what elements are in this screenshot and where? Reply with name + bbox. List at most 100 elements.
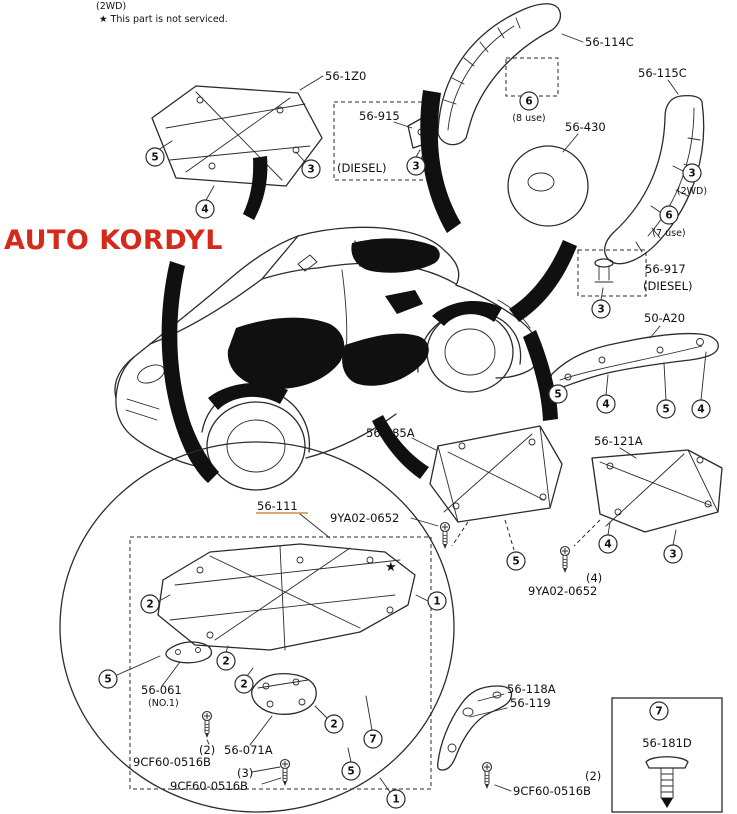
- part-label-56-114C: 56-114C: [585, 35, 634, 49]
- use-count-note: (8 use): [512, 113, 545, 124]
- svg-text:4: 4: [201, 204, 208, 216]
- leader-line: [667, 79, 679, 95]
- leader-line: [116, 655, 181, 687]
- svg-text:5: 5: [662, 404, 669, 416]
- part-label-56-118A: 56-118A: [507, 682, 556, 696]
- car-illustration: [114, 90, 577, 491]
- svg-text:5: 5: [554, 389, 561, 401]
- screw-icon: [201, 710, 213, 739]
- qty-balloon: 6: [659, 205, 679, 225]
- svg-text:7: 7: [369, 734, 376, 746]
- svg-text:4: 4: [602, 399, 609, 411]
- fastener-qty: (4): [586, 571, 602, 585]
- part-drawing-56-071A: [251, 672, 317, 715]
- leader-line: [494, 784, 512, 792]
- qty-balloon: 5: [341, 761, 361, 781]
- fastener-label-9CF60-0516B: 9CF60-0516B: [513, 784, 591, 798]
- qty-balloon: 3: [301, 159, 321, 179]
- svg-text:6: 6: [665, 210, 672, 222]
- dashed-group-box-56-917: [577, 249, 647, 297]
- part-label-56-430: 56-430: [565, 120, 606, 134]
- qty-balloon: 2: [216, 651, 236, 671]
- svg-text:2: 2: [222, 656, 229, 668]
- part-drawing-56-430: [507, 145, 589, 227]
- svg-text:5: 5: [151, 152, 158, 164]
- dashed-leader: [451, 519, 515, 551]
- svg-text:2: 2: [330, 719, 337, 731]
- part-hole-56-430: [527, 172, 555, 192]
- svg-text:3: 3: [688, 168, 695, 180]
- leader-line: [410, 517, 439, 527]
- diesel-note-56-917: (DIESEL): [643, 279, 692, 293]
- svg-text:5: 5: [512, 556, 519, 568]
- fastener-label-9YA02-0652: 9YA02-0652: [528, 584, 597, 598]
- leader-line: [600, 287, 604, 301]
- variant-note-2wd: (2WD): [677, 186, 707, 197]
- screw-icon: [279, 758, 291, 787]
- part-box-56-181D: [611, 697, 723, 813]
- leader-line: [393, 121, 413, 129]
- cropped-variant-label: (2WD): [96, 1, 126, 12]
- dashed-group-box-56-111: [129, 536, 432, 790]
- svg-text:2: 2: [146, 599, 153, 611]
- part-label-50-A20: 50-A20: [644, 311, 685, 325]
- svg-text:2: 2: [240, 679, 247, 691]
- qty-balloon: 6: [519, 91, 539, 111]
- dashed-clip-box: [505, 57, 559, 97]
- qty-balloon: 4: [598, 534, 618, 554]
- screw-icon: [481, 761, 493, 790]
- leader-line: [411, 437, 437, 451]
- screw-icon: [439, 521, 451, 550]
- part-label-56-915: 56-915: [359, 109, 400, 123]
- fastener-label-9YA02-0652: 9YA02-0652: [330, 511, 399, 525]
- qty-balloon: 3: [591, 299, 611, 319]
- not-serviced-note: ★ This part is not serviced.: [99, 14, 228, 25]
- qty-balloon: 3: [663, 544, 683, 564]
- qty-balloon: 3: [682, 163, 702, 183]
- svg-text:3: 3: [669, 549, 676, 561]
- qty-balloon: 5: [506, 551, 526, 571]
- leader-line: [299, 513, 331, 539]
- svg-text:3: 3: [307, 164, 314, 176]
- qty-balloon: 5: [98, 669, 118, 689]
- svg-text:5: 5: [104, 674, 111, 686]
- qty-balloon: 2: [324, 714, 344, 734]
- qty-balloon: 5: [145, 147, 165, 167]
- balloon-leaders: [158, 594, 429, 793]
- part-drawing-56-585A: [429, 425, 563, 523]
- fastener-qty: (2): [199, 743, 215, 757]
- fastener-label-9CF60-0516B: 9CF60-0516B: [170, 779, 248, 793]
- svg-text:3: 3: [597, 304, 604, 316]
- part-label-56-1Z0: 56-1Z0: [325, 69, 366, 83]
- leader-line: [649, 325, 661, 339]
- leader-line: [619, 447, 637, 459]
- qty-balloon: 4: [596, 394, 616, 414]
- red-highlight-circle: [59, 441, 455, 813]
- part-drawing-56-1Z0: [151, 85, 323, 201]
- qty-balloon: 4: [691, 399, 711, 419]
- leader-line: [299, 75, 324, 91]
- svg-text:1: 1: [433, 596, 440, 608]
- svg-text:3: 3: [412, 161, 419, 173]
- fastener-qty: (2): [585, 769, 601, 783]
- part-label-56-121A: 56-121A: [594, 434, 643, 448]
- qty-balloon: 2: [234, 674, 254, 694]
- part-label-56-119: 56-119: [510, 696, 551, 710]
- qty-balloon: 3: [406, 156, 426, 176]
- qty-balloon: 4: [195, 199, 215, 219]
- part-label-56-111-highlighted: 56-111: [257, 499, 298, 513]
- part-drawing-56-917: [594, 258, 614, 283]
- qty-balloon: 5: [548, 384, 568, 404]
- leader-line: [469, 693, 508, 718]
- svg-text:1: 1: [392, 794, 399, 806]
- screw-icon: [559, 545, 571, 574]
- part-label-56-585A: 56-585A: [366, 426, 415, 440]
- qty-balloon: 5: [656, 399, 676, 419]
- diesel-note-56-915: (DIESEL): [337, 161, 386, 175]
- part-drawing-56-114C: [437, 3, 562, 146]
- watermark-text: AUTO KORDYL: [4, 225, 223, 256]
- part-label-56-115C: 56-115C: [638, 66, 687, 80]
- part-label-56-071A: 56-071A: [224, 743, 273, 757]
- svg-text:7: 7: [655, 706, 662, 718]
